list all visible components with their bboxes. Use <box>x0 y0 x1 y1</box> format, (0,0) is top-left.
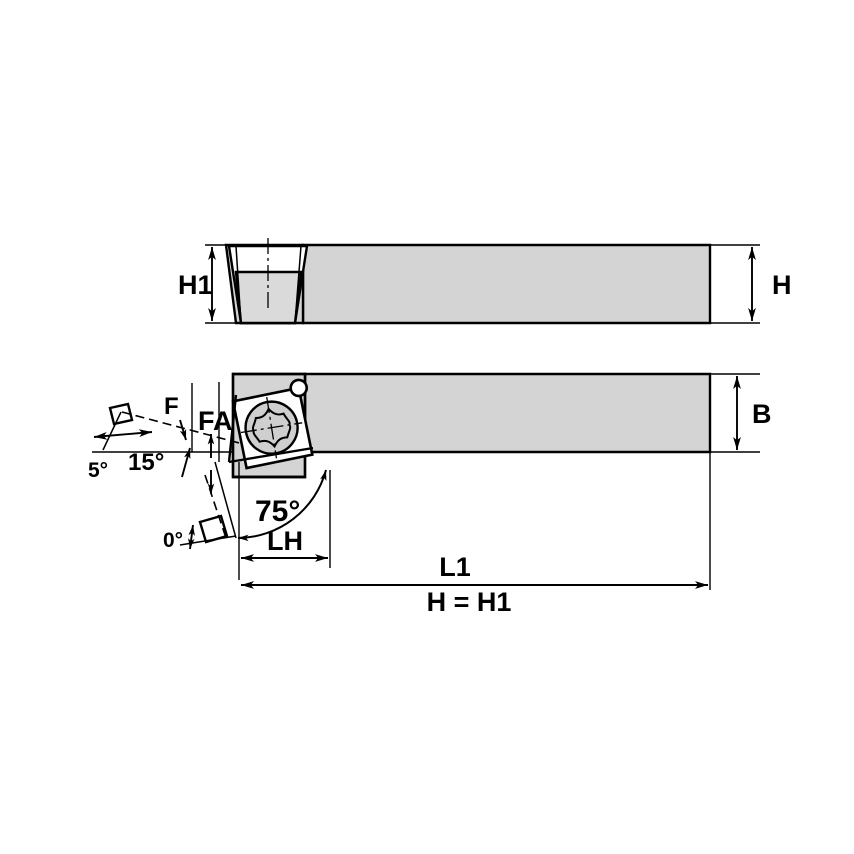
dim-f-label: F <box>164 393 179 420</box>
angle-0-leader <box>179 535 237 546</box>
angle-0-label: 0° <box>163 529 183 552</box>
angle-75-arc <box>237 469 327 542</box>
note-h-equals-h1: H = H1 <box>427 587 512 617</box>
top-view-pocket-wall-right <box>294 245 302 324</box>
angle-5-square-symbol <box>108 402 134 426</box>
top-view-pocket-wall-left <box>235 245 242 324</box>
top-view-group: H1 H <box>178 238 792 325</box>
dim-lh-label: LH <box>267 526 303 556</box>
dim-l1-label: L1 <box>439 552 471 582</box>
angle-5-label: 5° <box>88 459 108 482</box>
insert-cutting-edge-lower <box>228 446 314 464</box>
cutting-edge-reference-line <box>214 461 237 539</box>
angle-75-label: 75° <box>255 495 300 528</box>
dim-f-arrow <box>179 419 187 441</box>
side-view-group: B 5° 15° F FA 0° 75° <box>88 372 772 617</box>
angle-15-arrow <box>181 447 191 478</box>
dim-fa-label: FA <box>198 406 233 436</box>
dim-b-label: B <box>752 399 772 429</box>
insert-group <box>231 378 314 470</box>
insert-corner-radius <box>289 378 308 398</box>
insert-edge-projection <box>204 474 227 539</box>
angle-15-label: 15° <box>128 449 164 476</box>
insert-cutting-edge-left <box>227 394 238 463</box>
screw-centerline-horizontal <box>240 422 303 434</box>
angle-0-square-symbol <box>198 514 229 544</box>
angle-5-dim-line <box>93 429 153 440</box>
dim-h-label: H <box>772 270 792 300</box>
top-view-shank-body <box>301 243 712 325</box>
dim-h1-label: H1 <box>178 270 213 300</box>
side-view-shank-body <box>303 372 712 454</box>
angle-0-arrow <box>188 524 195 550</box>
